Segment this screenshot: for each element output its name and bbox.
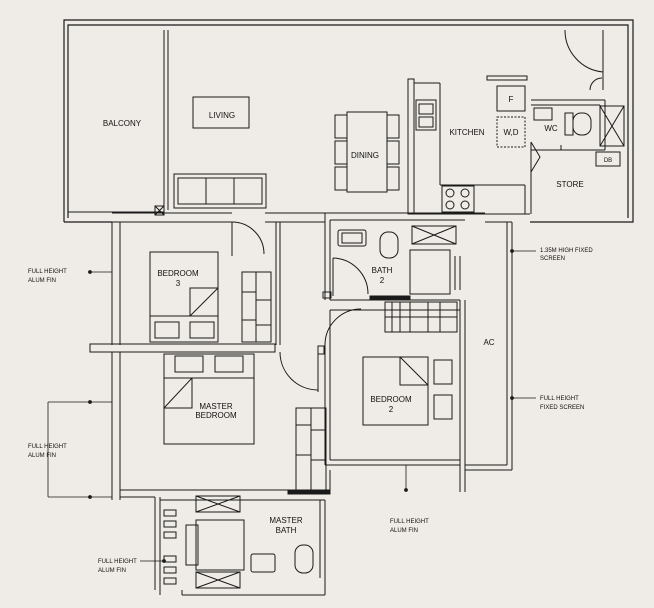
room-labels: BALCONY LIVING DINING KITCHEN WC STORE B… (103, 111, 584, 535)
note-fin-3-line2: ALUM FIN (98, 568, 126, 574)
label-master-bedroom-line2: BEDROOM (195, 411, 237, 420)
bath2-toilet (379, 231, 399, 259)
label-db: DB (604, 158, 612, 164)
note-fixed-screen-line1: 1.35M HIGH FIXED (540, 248, 593, 254)
label-fridge: F (509, 95, 514, 104)
bedroom2-bed (362, 356, 429, 426)
wc-basin (533, 107, 553, 121)
wc-toilet (572, 112, 592, 136)
wc-shower (599, 105, 625, 147)
bath2-door-swing (332, 257, 369, 295)
note-full-fixed-screen-line1: FULL HEIGHT (540, 396, 579, 402)
distribution-board (595, 151, 621, 167)
washer-dryer (496, 116, 526, 148)
master-door-swing (279, 351, 319, 391)
label-bedroom2-line1: BEDROOM (370, 395, 412, 404)
label-living: LIVING (209, 111, 235, 120)
balcony-area (68, 30, 169, 216)
master-basin (250, 553, 276, 573)
label-bedroom3-line2: 3 (176, 279, 181, 288)
label-master-bedroom-line1: MASTER (199, 402, 233, 411)
bath2-shower (411, 225, 457, 245)
note-fin-1-line1: FULL HEIGHT (28, 269, 67, 275)
annotation-lines (47, 249, 536, 563)
bath2-basin (337, 229, 367, 247)
note-fixed-screen-line2: SCREEN (540, 256, 565, 262)
note-fin-2-line1: FULL HEIGHT (28, 444, 67, 450)
kitchen (407, 75, 541, 215)
master-bath-shower-bottom (195, 571, 241, 589)
master-toilet (294, 544, 314, 574)
bedroom2-door-swing (324, 308, 362, 346)
tv-console (192, 96, 250, 129)
label-kitchen: KITCHEN (449, 128, 484, 137)
note-fin-3-line1: FULL HEIGHT (98, 559, 137, 565)
wc-store (531, 29, 625, 167)
kitchen-window (486, 75, 528, 81)
note-fin-2-line2: ALUM FIN (28, 453, 56, 459)
kitchen-sink (415, 99, 437, 131)
fixture-labels: F W,D DB (503, 95, 612, 164)
label-store: STORE (556, 180, 583, 189)
hob (441, 185, 475, 213)
master-bath-shower-top (195, 495, 241, 513)
living-walls (112, 96, 325, 256)
label-balcony: BALCONY (103, 119, 142, 128)
master-bed (163, 353, 255, 445)
label-wc: WC (544, 124, 558, 133)
entrance-door-swing (564, 29, 604, 73)
label-dining: DINING (351, 151, 379, 160)
note-fin-1-line2: ALUM FIN (28, 278, 56, 284)
bedroom3-master-partition (89, 343, 276, 353)
note-fin-4-line2: ALUM FIN (390, 528, 418, 534)
label-ac: AC (483, 338, 494, 347)
bedroom-2 (324, 300, 466, 492)
annotation-notes: 1.35M HIGH FIXED SCREEN FULL HEIGHT FIXE… (28, 248, 593, 574)
kitchen-door (530, 141, 541, 173)
label-bedroom2-line2: 2 (389, 405, 394, 414)
master-bath (154, 495, 326, 596)
right-walls (465, 213, 530, 471)
label-bedroom3-line1: BEDROOM (157, 269, 199, 278)
note-fin-4-line1: FULL HEIGHT (390, 519, 429, 525)
label-washer-dryer: W,D (503, 128, 518, 137)
bedroom-3 (89, 222, 281, 353)
bedroom3-door-swing (231, 221, 265, 255)
master-vanity (195, 519, 245, 571)
note-full-fixed-screen-line2: FIXED SCREEN (540, 405, 584, 411)
bedroom3-bed (149, 251, 219, 343)
label-bath2-line2: 2 (380, 276, 385, 285)
sofa (173, 173, 267, 209)
label-bath2-line1: BATH (372, 266, 393, 275)
master-bedroom (111, 345, 331, 500)
bath-2 (322, 212, 485, 301)
dining-table (334, 111, 400, 193)
label-master-bath-line1: MASTER (269, 516, 303, 525)
label-master-bath-line2: BATH (276, 526, 297, 535)
fridge (496, 85, 526, 112)
outer-walls (63, 19, 634, 223)
